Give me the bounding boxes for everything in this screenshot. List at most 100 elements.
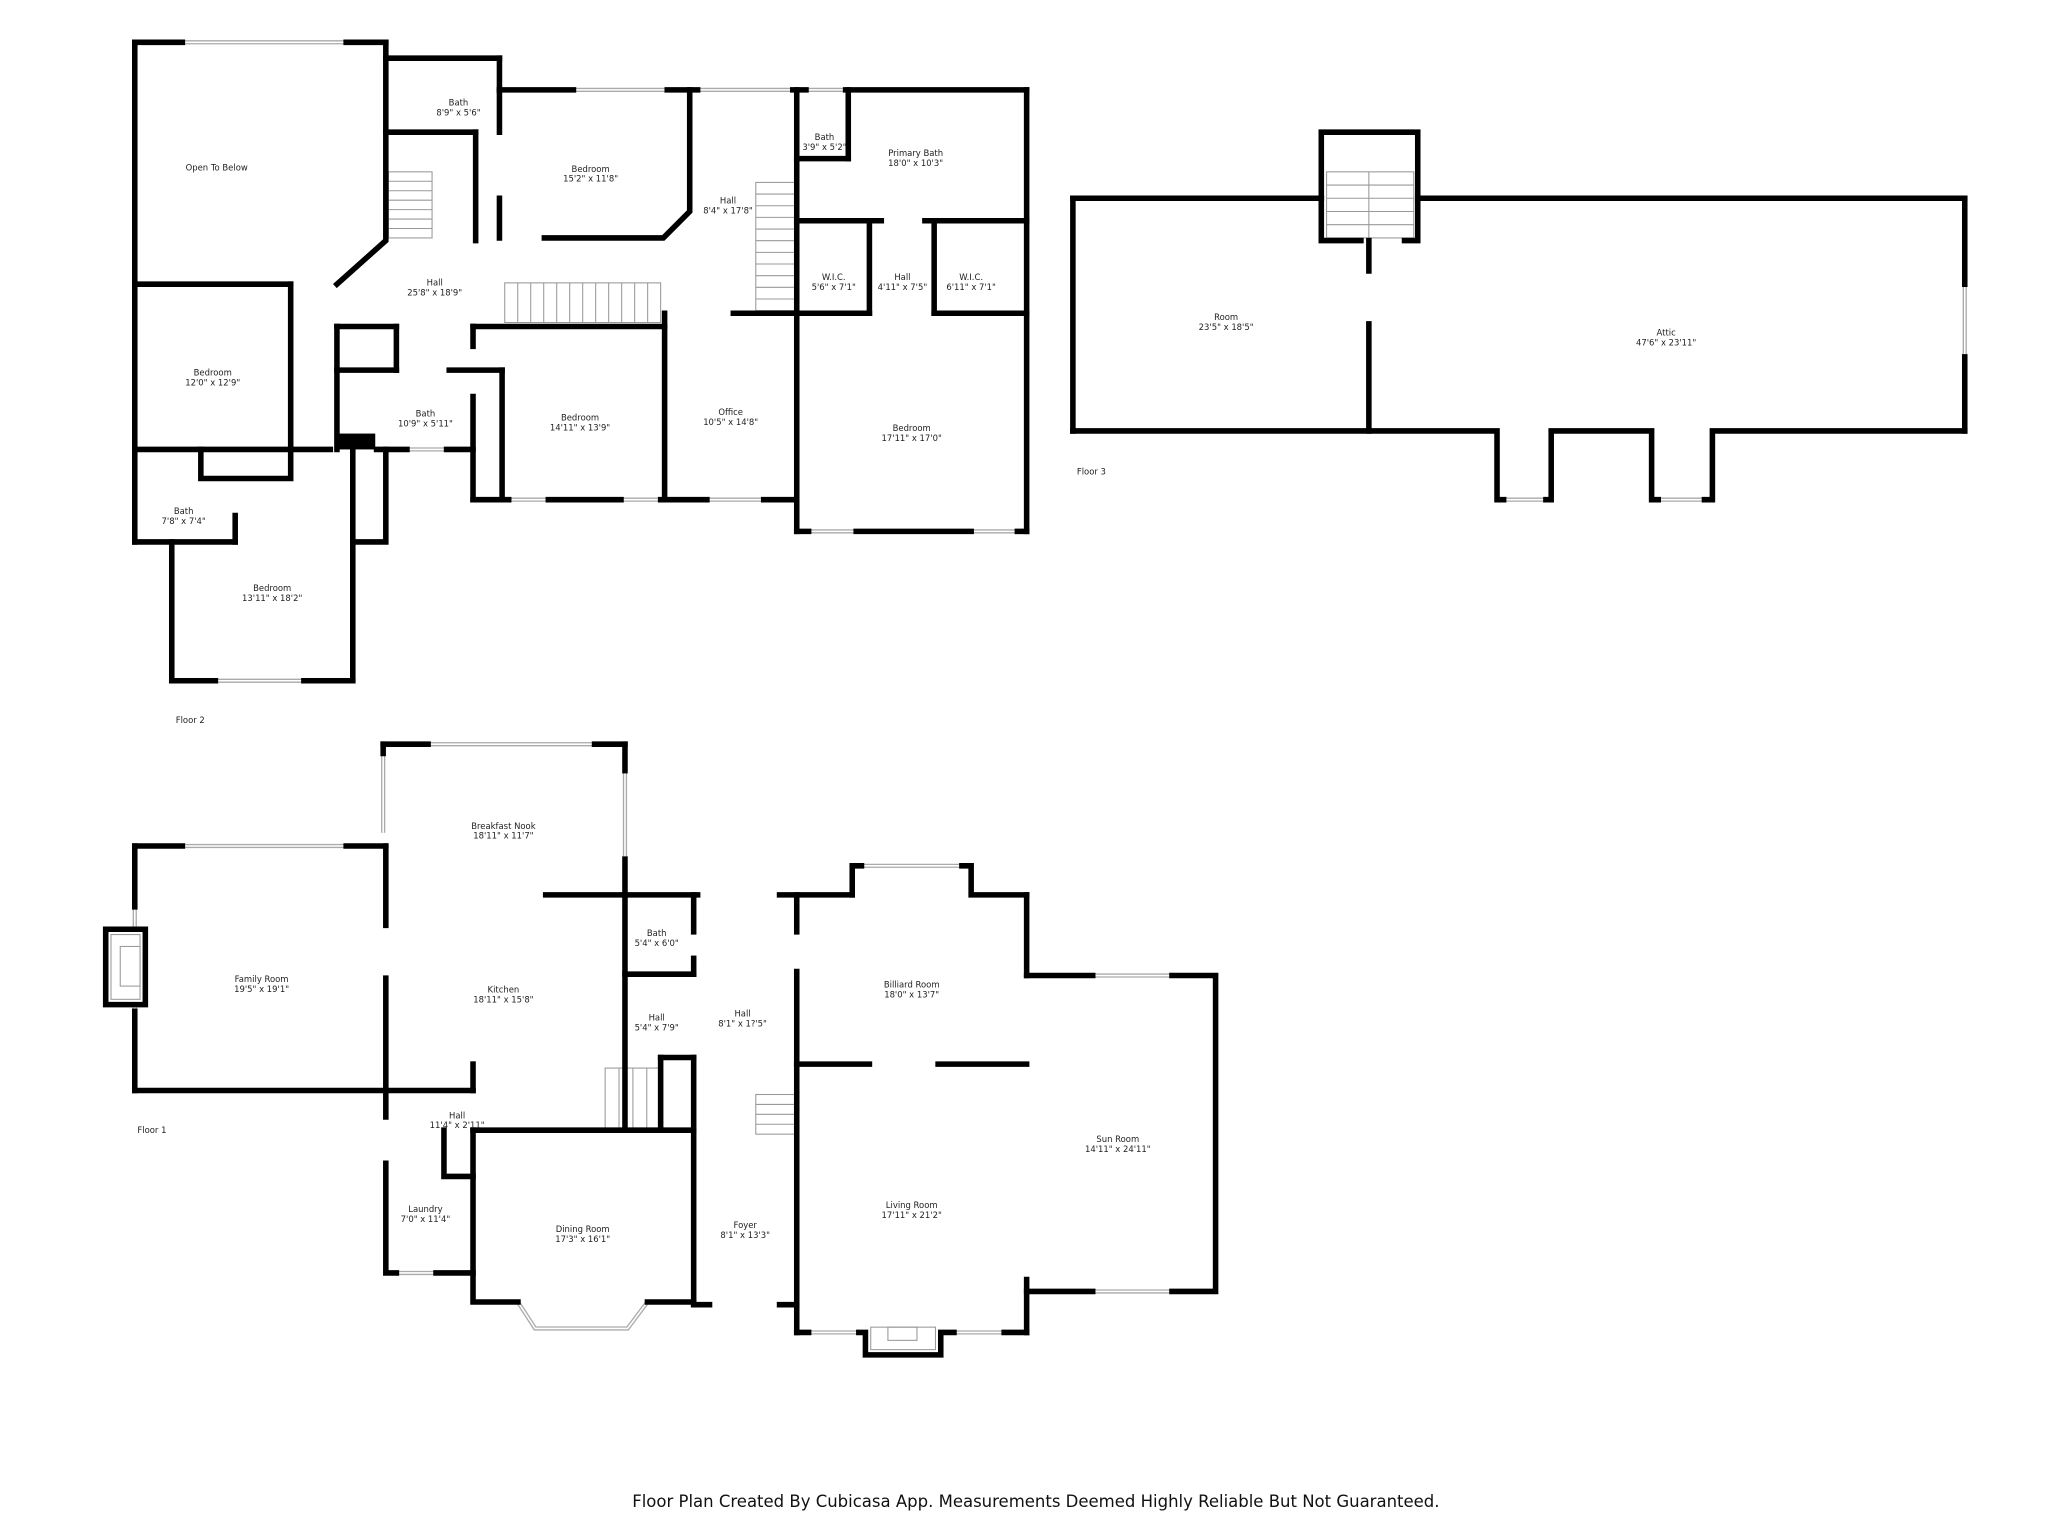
room-name: Attic <box>1657 328 1677 338</box>
room-name: Billiard Room <box>884 979 940 989</box>
wall <box>1318 129 1421 202</box>
room-dimensions: 3'9" x 5'2" <box>802 142 846 152</box>
room-name: W.I.C. <box>959 272 983 282</box>
wall <box>198 446 294 482</box>
room-dimensions: 23'5" x 18'5" <box>1199 322 1254 332</box>
room-dimensions: 8'1" x 1?'5" <box>718 1018 767 1028</box>
room-dimensions: 6'11" x 7'1" <box>946 282 996 292</box>
room-name: Bedroom <box>893 423 931 433</box>
room-dimensions: 7'8" x 7'4" <box>162 516 206 526</box>
wall <box>350 446 389 545</box>
room-name: Office <box>718 407 743 417</box>
room-name: Family Room <box>235 974 289 984</box>
wall <box>1701 428 1968 503</box>
wall <box>1401 195 1421 244</box>
fireplace-icon <box>870 1326 937 1351</box>
wall <box>856 1329 957 1358</box>
room-dimensions: 8'9" x 5'6" <box>436 108 480 118</box>
room-dimensions: 15'2" x 11'8" <box>563 174 618 184</box>
wall <box>333 39 389 289</box>
room-name: Hall <box>720 196 736 206</box>
room-dimensions: 19'5" x 19'1" <box>234 984 289 994</box>
room-dimensions: 18'11" x 15'8" <box>473 995 533 1005</box>
floor-3-label: Floor 3 <box>1077 467 1106 477</box>
floor-1-label: Floor 1 <box>137 1125 166 1135</box>
room-dimensions: 5'4" x 7'9" <box>635 1022 679 1032</box>
room-name: Dining Room <box>556 1224 610 1234</box>
room-name: Living Room <box>886 1200 938 1210</box>
room-name: Hall <box>894 272 910 282</box>
wall <box>541 87 693 241</box>
room-name: Bedroom <box>194 367 232 377</box>
staircase <box>755 181 798 312</box>
room-dimensions: 11'4" x 2'11" <box>430 1120 485 1130</box>
room-dimensions: 7'0" x 11'4" <box>401 1214 451 1224</box>
staircase <box>1326 171 1415 239</box>
room-dimensions: 5'4" x 6'0" <box>635 938 679 948</box>
room-name: Bedroom <box>572 164 610 174</box>
room-dimensions: 8'4" x 17'8" <box>703 205 753 215</box>
room-name: Hall <box>427 278 443 288</box>
room-dimensions: 25'8" x 18'9" <box>407 287 462 297</box>
staircase <box>604 1067 662 1130</box>
room-dimensions: 14'11" x 13'9" <box>550 422 610 432</box>
room-dimensions: 17'11" x 17'0" <box>882 433 942 443</box>
wall <box>959 863 1030 898</box>
wall <box>1169 972 1219 1295</box>
walls <box>102 39 1968 1358</box>
room-dimensions: 14'11" x 24'11" <box>1085 1144 1151 1154</box>
room-dimensions: 10'9" x 5'11" <box>398 418 453 428</box>
wall <box>102 926 149 1008</box>
room-dimensions: 17'11" x 21'2" <box>882 1210 942 1220</box>
staircase <box>387 171 433 239</box>
room-name: Foyer <box>734 1220 758 1230</box>
wall <box>441 1127 476 1180</box>
room-name: Room <box>1214 312 1238 322</box>
room-dimensions: 10'5" x 14'8" <box>703 417 758 427</box>
wall <box>383 1160 400 1276</box>
room-dimensions: 12'0" x 12'9" <box>185 377 240 387</box>
room-name: Kitchen <box>488 985 520 995</box>
room-name: Bath <box>647 928 667 938</box>
room-dimensions: 18'11" x 11'7" <box>473 831 533 841</box>
room-name: Hall <box>734 1009 750 1019</box>
room-dimensions: 18'0" x 10'3" <box>888 158 943 168</box>
fireplace-icon <box>110 934 141 1000</box>
stairs-and-fixtures <box>110 171 1415 1351</box>
room-name: Bath <box>416 408 436 418</box>
wall <box>1070 428 1507 503</box>
window-pane <box>517 1301 649 1330</box>
room-name: Hall <box>449 1110 465 1120</box>
room-name: Bedroom <box>253 583 291 593</box>
room-dimensions: 17'3" x 16'1" <box>555 1234 610 1244</box>
windows <box>132 40 1967 1335</box>
room-name: W.I.C. <box>822 272 846 282</box>
